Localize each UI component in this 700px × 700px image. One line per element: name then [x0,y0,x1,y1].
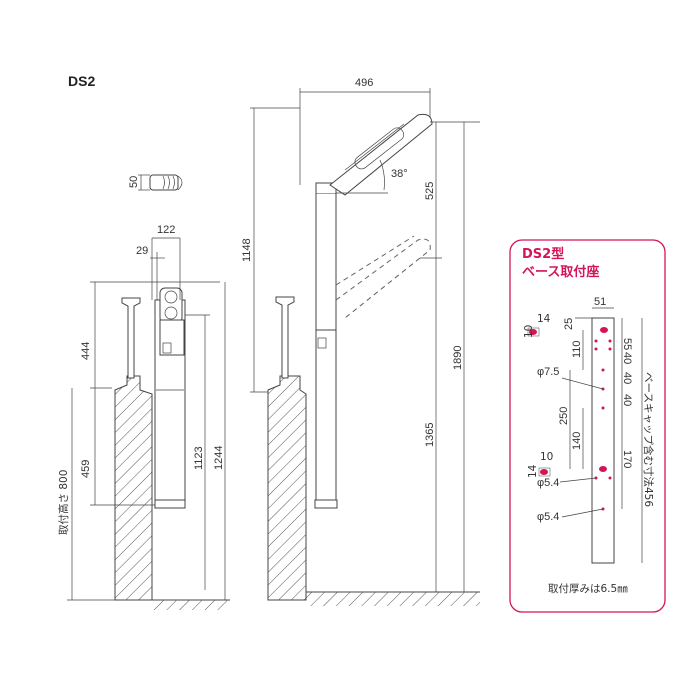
dim-1148: 1148 [241,238,253,262]
thickness-note: 取付厚みは6.5㎜ [548,582,628,595]
base-mount-panel: DS2型 ベース取付座 51 25 14 10 10 14 110 [509,239,666,613]
model-title: DS2 [68,73,95,89]
dim-mount-height: 取付高さ 800 [57,470,70,535]
dim-525: 525 [424,182,436,200]
base-dim-250: 250 [558,407,570,425]
base-dim-40b: 40 [621,372,633,384]
dim-444: 444 [80,342,92,360]
cap-detail: 50 [128,174,183,191]
wall-right [267,375,480,606]
left-view: 50 122 29 44 [57,174,230,610]
slot2-dim-14: 14 [527,464,539,478]
panel-border [509,239,666,613]
hole-label-75: φ7.5 [537,366,559,378]
right-post [275,113,433,509]
dim-1123: 1123 [193,446,205,470]
dim-459: 459 [80,460,92,478]
dim-1365: 1365 [424,423,436,447]
slot-dim-14: 14 [537,313,551,325]
dim-width-122: 122 [157,224,175,236]
hole-label-54b: φ5.4 [537,511,559,523]
dim-1890: 1890 [452,346,464,370]
base-dim-40c: 40 [621,394,633,406]
slot-dim-10: 10 [523,325,535,338]
cap-label: ベースキャップ含む寸法456 [642,372,655,507]
dim-cap-height: 50 [128,176,140,188]
slot2-dim-10: 10 [540,451,553,463]
panel-title-1: DS2型 [522,246,564,262]
base-dim-140: 140 [571,432,583,450]
dim-1244: 1244 [213,446,225,470]
dim-496: 496 [355,77,373,89]
wall-left [95,375,230,610]
hole-slot-top [600,327,608,333]
base-dim-40a: 40 [621,352,633,364]
base-dim-55: 55 [621,338,633,350]
dim-offset-29: 29 [136,245,148,257]
hole-label-54a: φ5.4 [537,477,559,489]
left-post [121,287,186,509]
hole-slot-bottom [599,466,607,472]
base-dim-25: 25 [563,318,575,330]
base-dim-51: 51 [594,296,606,308]
right-view: 496 38° 1148 525 1365 1890 [241,77,480,606]
panel-title-2: ベース取付座 [522,264,599,280]
base-dim-110: 110 [571,340,583,358]
dim-angle: 38° [391,168,408,180]
base-plate [591,317,615,564]
base-dim-170: 170 [621,450,633,468]
